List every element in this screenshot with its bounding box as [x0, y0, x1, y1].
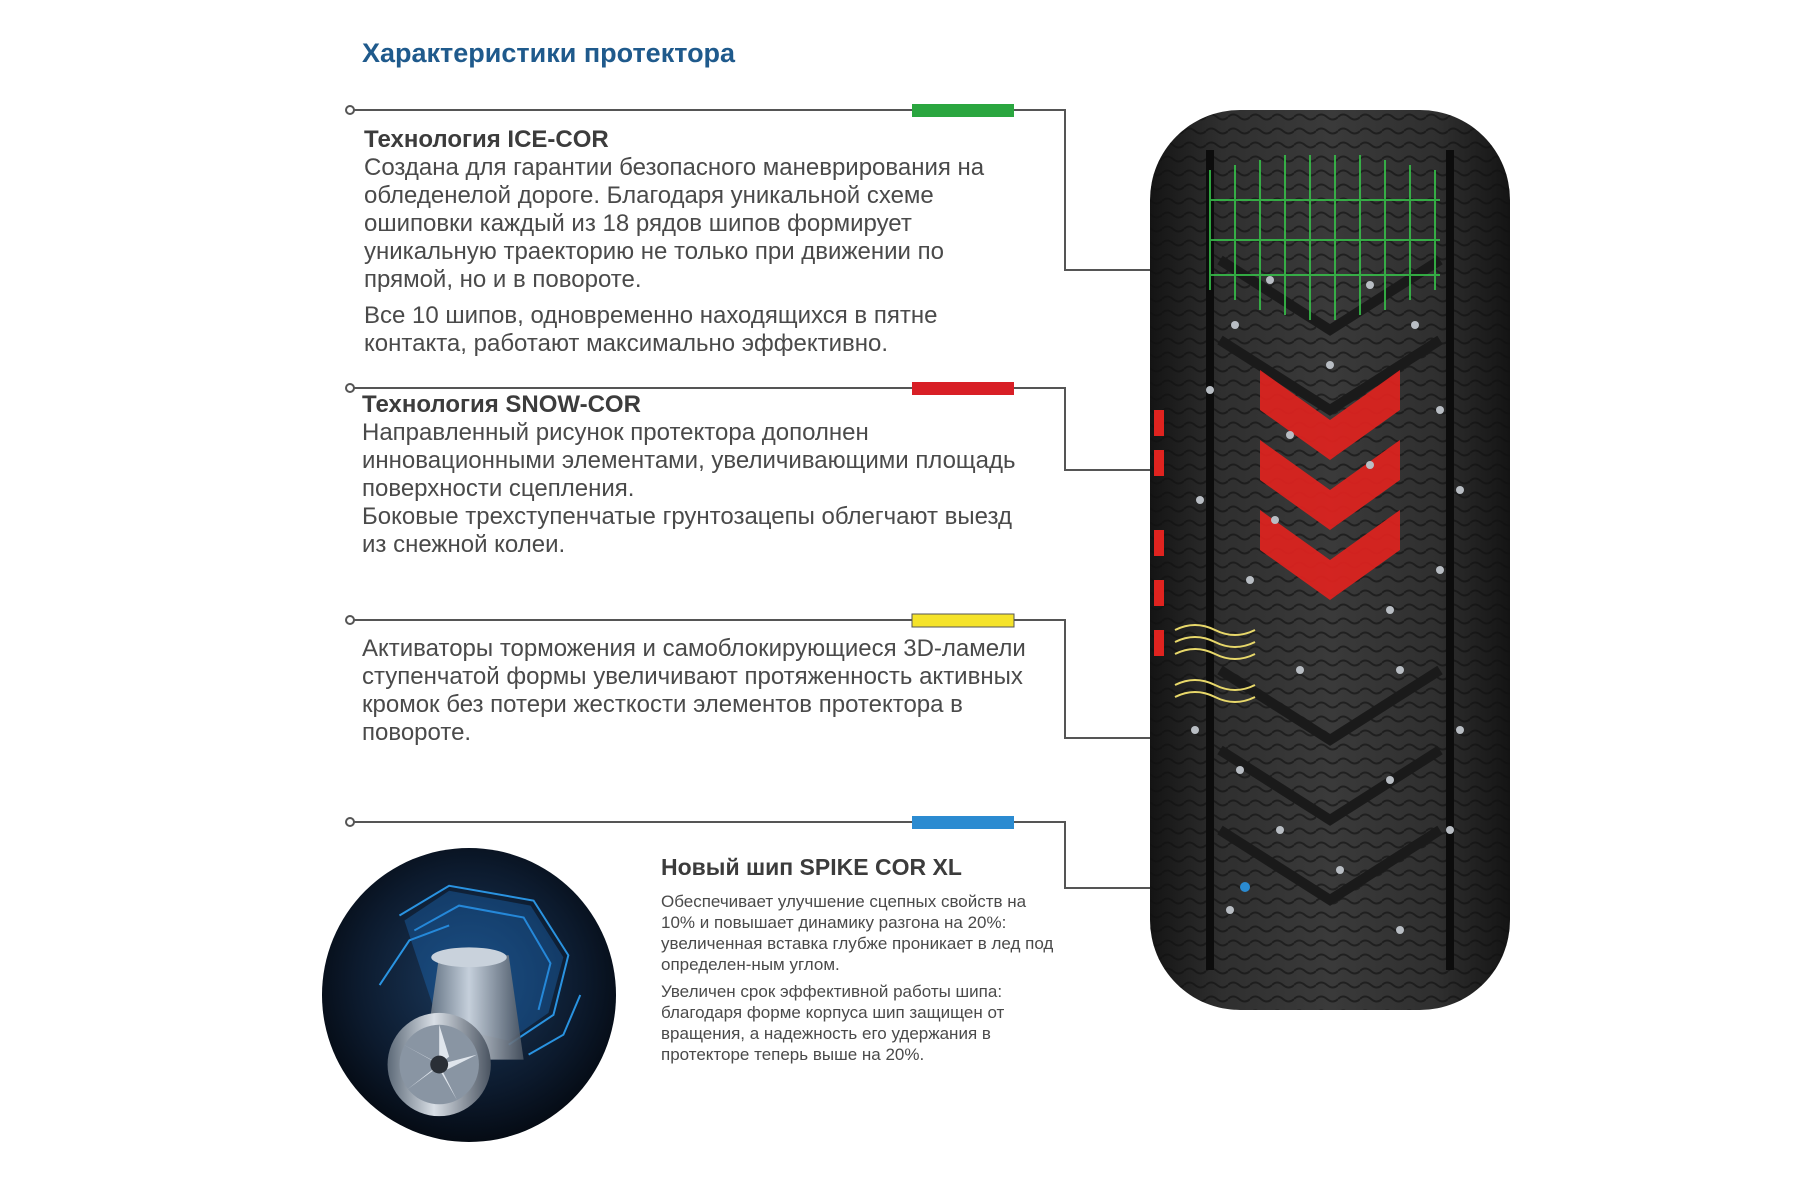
feature-brake-activators: Активаторы торможения и самоблокирующиес… — [362, 635, 1042, 747]
page-title: Характеристики протектора — [362, 38, 736, 68]
leader-dot-icon — [345, 383, 355, 393]
feature-text: Активаторы торможения и самоблокирующиес… — [362, 635, 1026, 746]
feature-snow-cor: Технология SNOW-COR Направленный рисунок… — [362, 391, 1022, 559]
color-marker-brake — [911, 613, 1015, 628]
leader-dot-icon — [345, 615, 355, 625]
feature-text: Создана для гарантии безопасного маневри… — [364, 154, 985, 293]
feature-spike-cor: Новый шип SPIKE COR XL Обеспечивает улуч… — [661, 853, 1061, 1065]
feature-text: Боковые трехступенчатые грунтозацепы обл… — [362, 503, 1012, 558]
leader-dot-icon — [345, 817, 355, 827]
color-marker-snow — [912, 382, 1014, 395]
feature-ice-cor: Технология ICE-COR Создана для гарантии … — [364, 126, 1024, 358]
spike-render-icon — [321, 847, 617, 1143]
color-marker-ice — [912, 104, 1014, 117]
leader-dot-icon — [345, 105, 355, 115]
feature-text: Направленный рисунок протектора дополнен… — [362, 419, 1016, 502]
feature-heading: Новый шип SPIKE COR XL — [661, 854, 962, 880]
feature-heading: Технология SNOW-COR — [362, 391, 641, 418]
leader-line-brake — [352, 619, 1160, 739]
leader-line-ice — [352, 109, 1150, 271]
tire-tread-icon — [1150, 110, 1510, 1010]
color-marker-spike — [912, 816, 1014, 829]
feature-text: Обеспечивает улучшение сцепных свойств н… — [661, 892, 1054, 974]
feature-text: Увеличен срок эффективной работы шипа: б… — [661, 982, 1005, 1064]
feature-heading: Технология ICE-COR — [364, 126, 609, 153]
feature-text: Все 10 шипов, одновременно находящихся в… — [364, 302, 938, 357]
leader-line-snow — [352, 387, 1150, 471]
